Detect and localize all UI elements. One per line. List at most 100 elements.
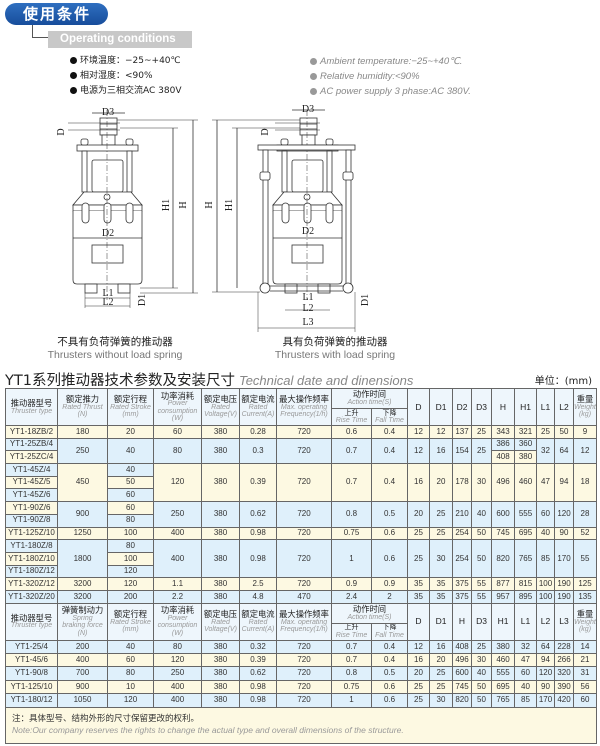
model-cell: YT1-180Z/8	[5, 539, 58, 553]
value-cell: 200	[107, 589, 154, 604]
header-cn: 上升	[344, 623, 359, 632]
value-cell: 700	[57, 666, 108, 681]
value-cell: 12	[573, 437, 597, 465]
header-cn: 最大操作频率	[279, 394, 329, 405]
value-cell: 380	[201, 589, 240, 604]
value-cell: 190	[554, 577, 574, 591]
value-cell: 720	[276, 679, 332, 695]
value-cell: 0.6	[371, 693, 408, 708]
condition-item: Relative humidity:<90%	[310, 69, 471, 84]
dim-label-l1: L1	[102, 288, 113, 299]
header-en: Rated Stroke (mm)	[110, 618, 151, 633]
value-cell: 1	[331, 693, 372, 708]
value-cell: 90	[536, 679, 555, 695]
value-cell: 720	[276, 539, 332, 579]
value-cell: 10	[107, 679, 154, 695]
value-cell: 0.5	[371, 666, 408, 681]
value-cell: 28	[573, 501, 597, 528]
dim-label-h: H	[204, 201, 215, 208]
condition-text: Relative humidity:<90%	[320, 71, 420, 82]
header-en: Thruster type	[10, 407, 53, 415]
header-en: Weight (kg)	[574, 404, 596, 419]
value-cell: 380	[201, 666, 240, 681]
value-cell: 0.4	[371, 653, 408, 668]
value-cell: 408	[452, 639, 472, 655]
header-en: Rated Voltage(V)	[204, 404, 237, 419]
value-cell: 380	[201, 577, 240, 591]
model-cell: YT1-90Z/8	[5, 513, 58, 528]
condition-text: 环境温度：−25~+40℃	[80, 56, 181, 66]
value-cell: 31	[573, 666, 597, 681]
value-cell: 20	[429, 653, 453, 668]
note-en: Note:Our company reserves the rights to …	[12, 725, 404, 736]
dim-label-l1: L1	[302, 292, 313, 303]
value-cell: 380	[201, 463, 240, 503]
value-cell: 0.6	[371, 539, 408, 579]
value-cell: 0.9	[371, 577, 408, 591]
value-cell: 2	[371, 589, 408, 604]
value-cell: 695	[491, 679, 515, 695]
column-header-dim: D	[407, 388, 430, 426]
value-cell: 50	[471, 679, 492, 695]
column-header-dim: D2	[452, 388, 472, 426]
value-cell: 900	[57, 679, 108, 695]
value-cell: 180	[57, 425, 108, 439]
value-cell: 380	[201, 693, 240, 708]
value-cell: 1050	[57, 693, 108, 708]
value-cell: 380	[201, 679, 240, 695]
dim-label-l2: L2	[102, 297, 113, 308]
model-cell: YT1-45Z/6	[5, 488, 58, 503]
note-cn: 注：具体型号、结构外形的尺寸保留更改的权利。	[12, 714, 200, 725]
value-cell: 496	[491, 463, 515, 503]
value-cell: 16	[407, 463, 430, 503]
value-cell: 390	[554, 679, 574, 695]
condition-text: AC power supply 3 phase:AC 380V.	[320, 86, 471, 97]
value-cell: 30	[471, 653, 492, 668]
value-cell: 380	[201, 425, 240, 439]
value-cell: 957	[491, 589, 515, 604]
value-cell: 380	[201, 639, 240, 655]
header-en: Power consumption (W)	[157, 614, 198, 637]
header-en: Fall Time	[375, 631, 404, 639]
model-cell: YT1-45Z/5	[5, 475, 58, 490]
header-en: Action time(S)	[347, 399, 392, 407]
value-cell: 1.1	[153, 577, 202, 591]
value-cell: 720	[276, 693, 332, 708]
value-cell: 496	[452, 653, 472, 668]
value-cell: 25	[429, 526, 453, 541]
value-cell: 460	[514, 463, 537, 503]
note-row: 注：具体型号、结构外形的尺寸保留更改的权利。Note:Our company r…	[5, 706, 597, 744]
value-cell: 16	[429, 639, 453, 655]
header-en: Weight (kg)	[574, 618, 596, 633]
value-cell: 25	[407, 693, 430, 708]
value-cell: 120	[153, 463, 202, 503]
value-cell: 170	[554, 539, 574, 579]
value-cell: 80	[153, 437, 202, 465]
value-cell: 120	[153, 653, 202, 668]
caption-right: 具有负荷弹簧的推动器 Thrusters with load spring	[265, 334, 405, 361]
table-title-cn: YT1系列推动器技术参数及安装尺寸	[5, 373, 235, 389]
value-cell: 0.39	[239, 653, 277, 668]
column-header-dim: H1	[514, 388, 537, 426]
header-cn: 动作时间	[352, 604, 387, 615]
value-cell: 420	[554, 693, 574, 708]
value-cell: 100	[107, 551, 154, 566]
value-cell: 9	[573, 425, 597, 439]
value-cell: 900	[57, 501, 108, 528]
header-cn: 功率消耗	[160, 390, 195, 401]
value-cell: 30	[471, 463, 492, 503]
column-header-dim: H	[491, 388, 515, 426]
value-cell: 3200	[57, 589, 108, 604]
value-cell: 120	[107, 577, 154, 591]
